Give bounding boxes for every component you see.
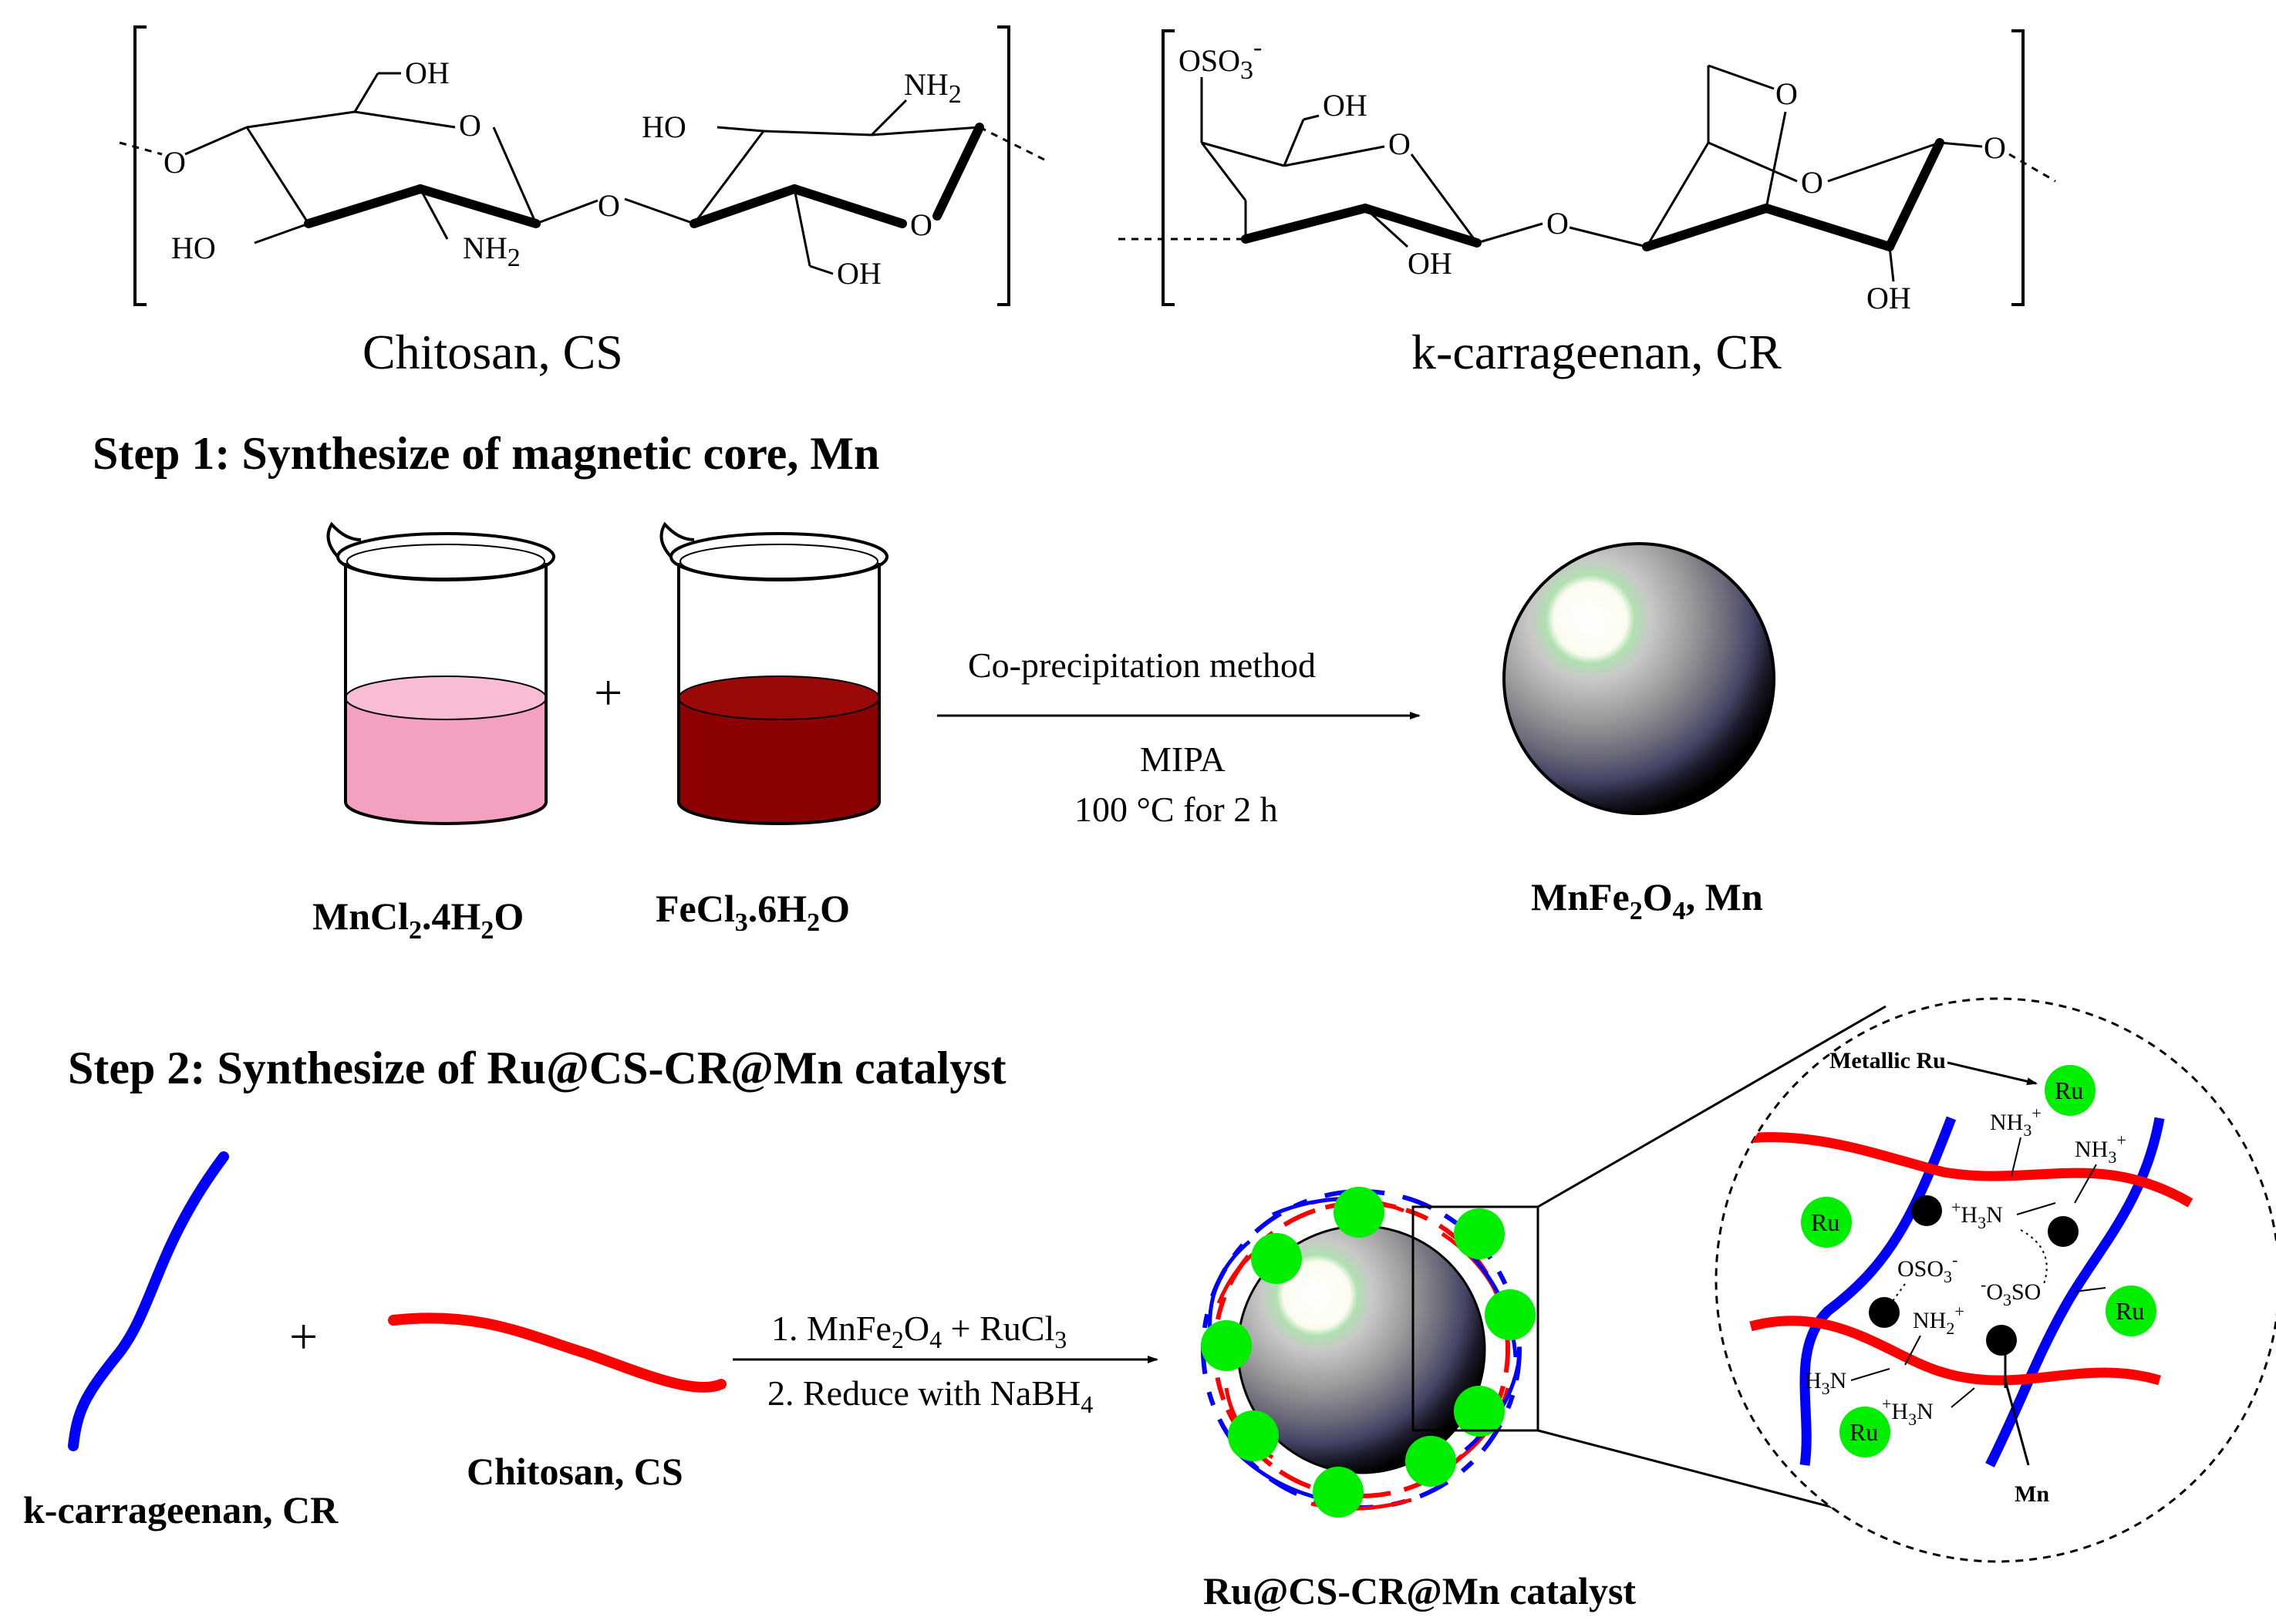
inset-ru-3-label: Ru <box>2116 1297 2144 1325</box>
inset-h3n-2: H3N <box>1805 1368 1846 1398</box>
inset-ru-2 <box>1801 1197 1852 1248</box>
chitosan-structure: O OH O HO NH2 O O HO NH2 OH Chitosa <box>119 25 1050 379</box>
inset-blue-chain-1 <box>1799 1116 1957 1466</box>
step2-plus: + <box>289 1309 318 1365</box>
carrageenan-ring-o-1: O <box>1388 126 1411 161</box>
carrageenan-oh-3: OH <box>1866 281 1911 315</box>
inset-mn-dot-1 <box>1911 1195 1942 1226</box>
chitosan-o-link-left: O <box>164 145 186 180</box>
chitosan-ho-1: HO <box>171 231 216 265</box>
carrageenan-caption: k-carrageenan, CR <box>1411 325 1782 379</box>
liquid-fecl3 <box>679 698 879 824</box>
chitosan-chain-label: Chitosan, CS <box>467 1450 683 1493</box>
inset-mn-dot-4 <box>1986 1325 2017 1356</box>
carrageenan-ring-o-2: O <box>1801 165 1823 200</box>
zoom-line-top <box>1537 1005 1887 1208</box>
chitosan-oh-2: OH <box>837 256 882 291</box>
carrageenan-o-link-right: O <box>1984 130 2006 165</box>
mnfe2o4-core-sphere <box>1502 542 1775 815</box>
step2-condition-1: 1. MnFe2O4 + RuCl3 <box>771 1309 1067 1353</box>
ru-nanoparticle-4 <box>1485 1289 1536 1340</box>
inset-ru-3 <box>2106 1285 2156 1336</box>
inset-h3n-3: +H3N <box>1882 1394 1934 1429</box>
inset-o3so: -O3SO <box>1981 1275 2041 1309</box>
beaker-fecl3 <box>659 521 888 825</box>
inset-mn-label: Mn <box>2015 1481 2049 1507</box>
step1-mipa: MIPA <box>1140 740 1226 779</box>
chitosan-ring-o-2: O <box>910 207 932 242</box>
chitosan-oh-1: OH <box>405 56 450 90</box>
ru-nanoparticle-6 <box>1454 1386 1505 1437</box>
chitosan-chain <box>388 1312 727 1393</box>
reagent-mncl2-label: MnCl2.4H2O <box>312 895 524 945</box>
ru-nanoparticle-1 <box>1334 1187 1384 1238</box>
ru-nanoparticle-8 <box>1405 1436 1456 1487</box>
chitosan-bracket-right <box>997 25 1010 306</box>
reagent-fecl3-label: FeCl3.6H2O <box>656 887 850 937</box>
ru-nanoparticle-7 <box>1228 1410 1279 1461</box>
inset-ru-2-label: Ru <box>1811 1208 1839 1236</box>
liquid-mncl2 <box>346 698 546 824</box>
inset-oso3-1: OSO3- <box>1897 1250 1957 1286</box>
ru-nanoparticle-2 <box>1251 1233 1302 1284</box>
carrageenan-oh-2: OH <box>1408 246 1452 281</box>
carrageenan-bracket-right <box>2011 29 2025 306</box>
inset-mn-pointer <box>2004 1380 2030 1466</box>
inset-h3n-1: +H3N <box>1951 1198 2003 1232</box>
carrageenan-structure: OSO3- OH O OH O O O OH O k-ca <box>1118 29 2056 379</box>
inset-ru-1 <box>2045 1065 2096 1116</box>
inset-red-chain-2 <box>1749 1316 2161 1386</box>
ru-nanoparticle-9 <box>1313 1467 1364 1518</box>
inset-ru-4-label: Ru <box>1849 1418 1878 1446</box>
step1-plus: + <box>594 665 622 721</box>
carrageenan-glycosidic-o: O <box>1546 206 1569 241</box>
ru-nanoparticles <box>1201 1187 1536 1518</box>
step1-heading: Step 1: Synthesize of magnetic core, Mn <box>93 428 879 479</box>
step2-heading: Step 2: Synthesize of Ru@CS-CR@Mn cataly… <box>68 1043 1006 1093</box>
chitosan-caption: Chitosan, CS <box>362 325 623 379</box>
carrageenan-bracket-left <box>1162 29 1175 306</box>
inset-ru-4 <box>1839 1407 1890 1457</box>
carrageenan-chain-label: k-carrageenan, CR <box>23 1488 339 1531</box>
inset-blue-chain-2 <box>1985 1117 2165 1467</box>
chitosan-nh2-1: NH2 <box>463 231 521 272</box>
inset-nh3-1: NH3+ <box>1990 1103 2042 1140</box>
zoom-box <box>1411 1205 1539 1432</box>
chitosan-nh2-2: NH2 <box>904 67 962 109</box>
inset-nh3-2: NH3+ <box>2075 1130 2126 1167</box>
chitosan-bracket-left <box>133 25 147 306</box>
step1-temperature: 100 °C for 2 h <box>1074 790 1278 829</box>
carrageenan-oso3: OSO3- <box>1178 33 1262 85</box>
chitosan-ho-2: HO <box>642 110 686 144</box>
inset-nh2-plus: NH2+ <box>1913 1302 1964 1338</box>
beaker-mncl2 <box>326 521 555 825</box>
mnfe2o4-label: MnFe2O4, Mn <box>1531 875 1763 925</box>
zoom-inset: Metallic Ru Ru Ru Ru Ru NH3+ NH3+ +H3N O… <box>1715 997 2276 1563</box>
inset-mn-dot-2 <box>2048 1216 2079 1247</box>
chitosan-ring-o-1: O <box>459 108 481 143</box>
ru-nanoparticle-3 <box>1454 1208 1505 1259</box>
step1-method-label: Co-precipitation method <box>968 645 1316 685</box>
carrageenan-bridge-o: O <box>1775 76 1798 111</box>
inset-ru-1-label: Ru <box>2055 1076 2083 1104</box>
inset-mn-dot-3 <box>1869 1297 1900 1328</box>
metallic-ru-arrow <box>1947 1061 2038 1086</box>
inset-red-chain-1 <box>1726 1132 2193 1208</box>
catalyst-label: Ru@CS-CR@Mn catalyst <box>1203 1569 1636 1612</box>
ru-nanoparticle-5 <box>1201 1320 1252 1371</box>
metallic-ru-label: Metallic Ru <box>1829 1048 1946 1073</box>
carrageenan-chain <box>68 1151 229 1451</box>
chitosan-glycosidic-o: O <box>598 188 620 223</box>
carrageenan-oh-1: OH <box>1323 88 1367 123</box>
step2-condition-2: 2. Reduce with NaBH4 <box>767 1373 1093 1418</box>
